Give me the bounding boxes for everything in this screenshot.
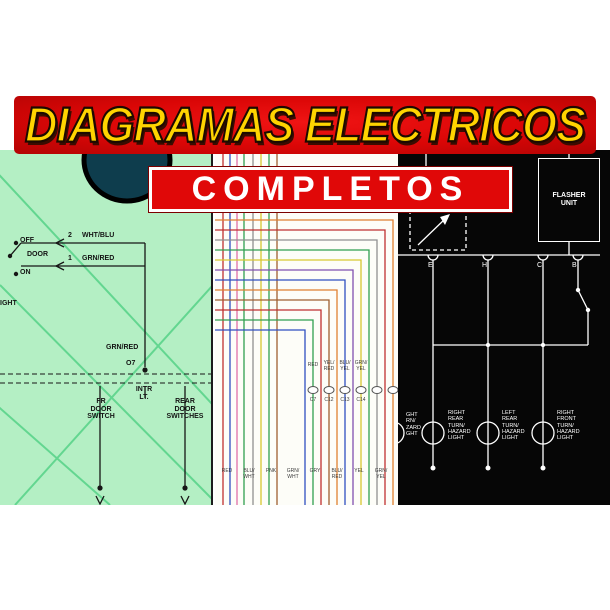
circuit-wires [9,238,190,505]
upper-wire-label: YEL/ RED [323,360,335,372]
terminal-c-label: C [537,262,543,269]
right-front-turn-hazard-light-label: RIGHT FRONT TURN/ HAZARD LIGHT [557,410,580,442]
lower-wire-label: PNK [265,468,277,474]
lower-wire-label: GRN/ WHT [286,468,300,480]
contact-dots [430,287,591,471]
switch-position-on: ON [20,269,31,276]
dark-blob-shape [81,150,173,204]
lower-wire-label: BLU/ RED [331,468,343,480]
right-rear-turn-hazard-light-label: RIGHT REAR TURN/ HAZARD LIGHT [448,410,471,442]
front-door-switch-label: FR DOOR SWITCH [87,398,115,421]
vertical-wire-color-label: GRN/RED [106,344,139,351]
interior-light-label: INTR LT. [135,386,153,401]
lower-wire-label: RED [221,468,233,474]
subtitle-banner: COMPLETOS [149,167,512,212]
lower-wire-label: GRN/ YEL [374,468,388,480]
black-diagram-artwork [398,150,600,471]
terminal-h-label: H [482,262,488,269]
switch-position-door: DOOR [27,251,48,258]
connector-number: C12 [324,397,334,403]
wire-2-color-label: WHT/BLU [82,232,115,239]
connector-number: C14 [356,397,366,403]
flasher-unit-box: FLASHER UNIT [538,158,600,242]
lower-wire-label: YEL [354,468,364,474]
left-rear-turn-hazard-light-label: LEFT REAR TURN/ HAZARD LIGHT [502,410,525,442]
inline-connector-symbols [307,386,398,394]
partial-light-label: GHT RN/ ZARD GHT [406,412,421,437]
cut-off-light-label: IGHT [0,300,17,307]
l-shaped-wires [215,219,394,505]
terminal-e-label: E [428,262,433,269]
upper-wire-label: GRN/ YEL [354,360,368,372]
poster-subtitle: COMPLETOS [191,170,470,208]
upper-wire-label: RED [307,362,319,368]
pin-1-number: 1 [68,255,72,262]
connector-number: C13 [340,397,350,403]
rear-door-switches-label: REAR DOOR SWITCHES [166,398,204,421]
white-diagram-artwork [215,150,398,505]
junction-dots [7,240,188,491]
diagonal-grid-lines [0,174,211,505]
pin-2-number: 2 [68,232,72,239]
poster-title: DIAGRAMAS ELECTRICOS [24,95,587,153]
flasher-unit-label: FLASHER UNIT [552,192,586,207]
dashed-boundary-lines [0,373,211,384]
title-banner: DIAGRAMAS ELECTRICOS [14,95,596,154]
lower-wire-label: GRY [309,468,321,474]
wire-1-color-label: GRN/RED [82,255,115,262]
flasher-circuit-lines [398,150,600,466]
upper-wire-label: BLU/ YEL [339,360,351,372]
connector-o7-label: O7 [126,360,136,367]
terminal-b-label: B [572,262,577,269]
switch-position-off: OFF [20,237,34,244]
lower-wire-label: BLU/ WHT [243,468,255,480]
connector-number: C7 [309,397,317,403]
switch-arrow-head [440,214,450,225]
green-diagram-artwork [0,150,211,505]
